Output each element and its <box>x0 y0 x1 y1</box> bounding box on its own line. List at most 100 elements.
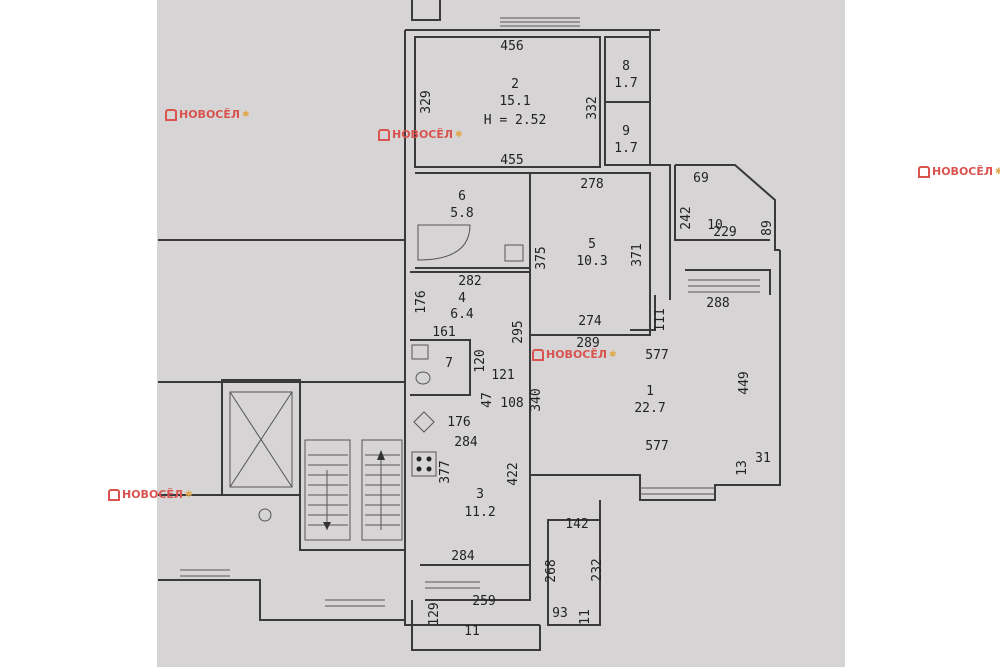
dimension-label: 329 <box>419 90 434 113</box>
floor-plan-sheet <box>157 0 845 667</box>
watermark-text: НОВОСЁЛ <box>179 108 241 121</box>
watermark-logo: НОВОСЁЛ ✱ <box>378 128 463 141</box>
room-10-number: 10 <box>707 218 723 233</box>
dimension-label: 129 <box>427 602 442 625</box>
dimension-label: 259 <box>472 594 495 609</box>
stove-burner-icon <box>426 466 432 472</box>
dimension-label: 422 <box>506 462 521 485</box>
watermark-logo: НОВОСЁЛ ✱ <box>108 488 193 501</box>
dimension-label: 13 <box>735 460 750 476</box>
dimension-label: 31 <box>755 451 771 466</box>
room-4-area: 6.4 <box>450 307 474 322</box>
dimension-label: 332 <box>585 96 600 119</box>
stove-burner-icon <box>426 456 432 462</box>
chute-icon <box>258 508 272 522</box>
dimension-label: 284 <box>451 549 475 564</box>
dimension-label: 375 <box>534 246 549 269</box>
room-9-area: 1.7 <box>614 141 637 156</box>
room-1-number: 1 <box>646 384 654 399</box>
stove-icon <box>411 451 437 477</box>
dimension-label: 121 <box>491 368 514 383</box>
dimension-label: 577 <box>645 348 668 363</box>
house-logo-icon <box>532 348 544 361</box>
walls <box>158 0 781 651</box>
dimension-label: 340 <box>529 388 544 411</box>
star-icon: ✱ <box>185 489 193 500</box>
dimension-label: 268 <box>544 559 559 582</box>
room-2-number: 2 <box>511 77 519 92</box>
room-11-number: 11 <box>464 624 480 639</box>
watermark-text: НОВОСЁЛ <box>392 128 454 141</box>
room-3-number: 3 <box>476 487 484 502</box>
watermark-text: НОВОСЁЛ <box>546 348 608 361</box>
windows <box>180 17 760 607</box>
stove-burner-icon <box>416 466 422 472</box>
house-logo-icon <box>165 108 177 121</box>
room-labels: 1 22.7 2 15.1 H = 2.52 3 11.2 4 6.4 5 10… <box>445 59 723 639</box>
room-8-number: 8 <box>622 59 630 74</box>
dimension-label: 93 <box>552 606 568 621</box>
dimension-label: 284 <box>454 435 478 450</box>
star-icon: ✱ <box>455 129 463 140</box>
dimension-label: 282 <box>458 274 481 289</box>
dimension-label: 111 <box>653 308 668 331</box>
dimension-label: 278 <box>580 177 603 192</box>
star-icon: ✱ <box>995 166 1000 177</box>
dimension-label: 242 <box>679 206 694 229</box>
dimension-labels: 456 329 332 455 278 69 242 229 89 288 28… <box>414 39 775 626</box>
fixtures <box>411 224 524 477</box>
room-6-area: 5.8 <box>450 206 473 221</box>
washbasin-icon <box>411 344 429 360</box>
dimension-label: 47 <box>480 392 495 408</box>
dimension-label: 456 <box>500 39 523 54</box>
house-logo-icon <box>918 165 930 178</box>
dimension-label: 449 <box>737 371 752 394</box>
room-6-number: 6 <box>458 189 466 204</box>
room-3-area: 11.2 <box>464 505 495 520</box>
dimension-label: 577 <box>645 439 668 454</box>
watermark-text: НОВОСЁЛ <box>122 488 184 501</box>
dimension-label: 455 <box>500 153 523 168</box>
star-icon: ✱ <box>609 349 617 360</box>
room-1-area: 22.7 <box>634 401 665 416</box>
star-icon: ✱ <box>242 109 250 120</box>
kitchen-sink-icon <box>413 411 435 433</box>
watermark-logo: НОВОСЁЛ ✱ <box>165 108 250 121</box>
dimension-label: 289 <box>576 336 599 351</box>
room-8-area: 1.7 <box>614 76 637 91</box>
elevator-shaft <box>229 391 293 488</box>
room-9-number: 9 <box>622 124 630 139</box>
room-2-area: 15.1 <box>499 94 530 109</box>
dimension-label: 69 <box>693 171 709 186</box>
dimension-label: 161 <box>432 325 455 340</box>
room-4-number: 4 <box>458 291 466 306</box>
dimension-label: 11 <box>578 609 593 625</box>
dimension-label: 295 <box>511 320 526 343</box>
room-7-number: 7 <box>445 356 453 371</box>
dimension-label: 377 <box>438 460 453 483</box>
toilet-icon <box>415 371 431 385</box>
dimension-label: 288 <box>706 296 729 311</box>
watermark-text: НОВОСЁЛ <box>932 165 994 178</box>
house-logo-icon <box>108 488 120 501</box>
dimension-label: 120 <box>473 349 488 372</box>
sink-icon <box>504 244 524 262</box>
dimension-label: 89 <box>760 220 775 236</box>
dimension-label: 229 <box>713 225 736 240</box>
dimension-label: 274 <box>578 314 602 329</box>
dimension-label: 108 <box>500 396 523 411</box>
bathtub-icon <box>417 224 471 261</box>
watermark-logo: НОВОСЁЛ ✱ <box>918 165 1000 178</box>
watermark-logo: НОВОСЁЛ ✱ <box>532 348 617 361</box>
room-5-number: 5 <box>588 237 596 252</box>
room-5-area: 10.3 <box>576 254 607 269</box>
stairwell <box>229 391 403 541</box>
dimension-label: 176 <box>447 415 470 430</box>
dimension-label: 176 <box>414 290 429 313</box>
house-logo-icon <box>378 128 390 141</box>
dimension-label: 142 <box>565 517 588 532</box>
room-2-ceiling-height: H = 2.52 <box>484 113 547 128</box>
dimension-label: 371 <box>630 243 645 266</box>
stove-burner-icon <box>416 456 422 462</box>
